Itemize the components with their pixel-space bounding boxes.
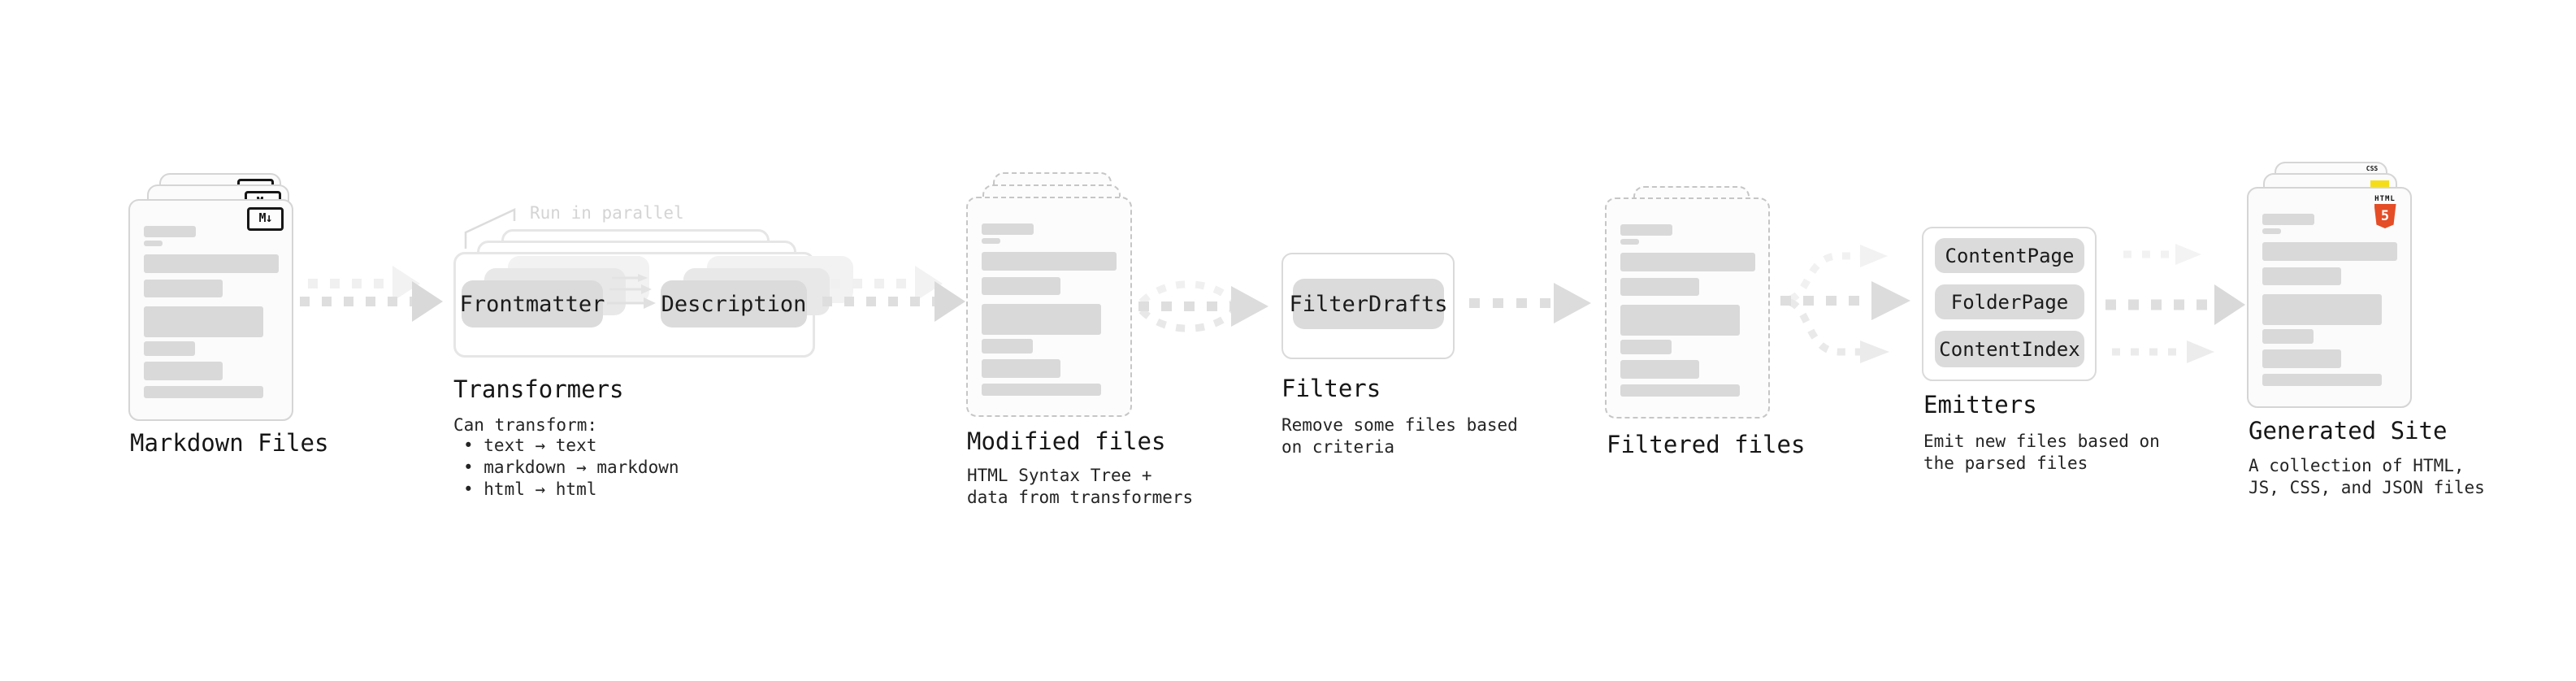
filtered-file-card-front xyxy=(1605,197,1770,419)
skeleton-bar xyxy=(144,280,223,297)
markdown-file-card-front: M↓ xyxy=(128,199,293,421)
generated-site-label: Generated Site xyxy=(2249,417,2448,445)
modified-files-desc: HTML Syntax Tree + xyxy=(967,466,1152,485)
emitters-desc: the parsed files xyxy=(1923,453,2088,473)
flow-arrow-filters-to-filtered xyxy=(1469,283,1591,323)
flow-arrow-emitters-to-site xyxy=(2105,244,2245,363)
skeleton-bar xyxy=(2262,374,2382,386)
skeleton-bar xyxy=(144,241,163,246)
skeleton-bar xyxy=(2262,267,2341,285)
skeleton-bar xyxy=(1620,253,1755,271)
skeleton-bar xyxy=(2262,294,2382,325)
skeleton-bar xyxy=(2262,329,2314,344)
flow-arrow-markdown-to-transformers xyxy=(300,266,443,322)
filters-heading: Filters xyxy=(1281,375,1381,402)
skeleton-bar xyxy=(144,386,263,398)
skeleton-bar xyxy=(1620,278,1699,296)
skeleton-bar xyxy=(1620,340,1672,354)
transformers-bullet: • text → text xyxy=(463,436,597,455)
site-file-card-front: HTML 5 xyxy=(2247,187,2412,408)
skeleton-bar xyxy=(982,359,1060,378)
file-skeleton xyxy=(2262,214,2399,398)
skeleton-bar xyxy=(2262,349,2341,368)
skeleton-bar xyxy=(1620,360,1699,379)
filters-desc: Remove some files based xyxy=(1281,415,1518,435)
filters-desc: on criteria xyxy=(1281,437,1395,457)
filtered-files-label: Filtered files xyxy=(1607,431,1806,458)
folderpage-pill: FolderPage xyxy=(1935,284,2084,319)
flow-arrow-transformers-to-modified xyxy=(822,266,965,322)
transformers-bullet: • html → html xyxy=(463,479,597,499)
callout-bracket xyxy=(464,208,516,249)
skeleton-bar xyxy=(144,362,223,380)
markdown-files-label: Markdown Files xyxy=(130,429,329,457)
file-skeleton xyxy=(1620,224,1757,409)
flow-arrow-modified-to-filters xyxy=(1138,280,1268,332)
filterdrafts-pill: FilterDrafts xyxy=(1289,279,1448,329)
skeleton-bar xyxy=(1620,305,1740,336)
js-icon xyxy=(2370,180,2389,188)
skeleton-bar xyxy=(982,339,1033,354)
skeleton-bar xyxy=(144,341,195,356)
modified-files-desc: data from transformers xyxy=(967,488,1194,507)
file-skeleton xyxy=(144,226,280,411)
modified-files-label: Modified files xyxy=(967,427,1166,455)
frontmatter-pill: Frontmatter xyxy=(460,280,605,327)
emitters-heading: Emitters xyxy=(1923,391,2037,419)
transform-mini-arrows xyxy=(607,274,656,309)
markdown-icon: M↓ xyxy=(247,207,284,231)
skeleton-bar xyxy=(144,306,263,337)
generated-site-desc: A collection of HTML, xyxy=(2249,456,2465,475)
skeleton-bar xyxy=(2262,214,2314,225)
skeleton-bar xyxy=(2262,228,2281,234)
skeleton-bar xyxy=(2262,242,2397,261)
generated-site-desc: JS, CSS, and JSON files xyxy=(2249,478,2485,497)
file-skeleton xyxy=(982,223,1119,407)
skeleton-bar xyxy=(1620,384,1740,397)
transformers-bullet: • markdown → markdown xyxy=(463,458,679,477)
html5-icon: HTML 5 xyxy=(2368,196,2402,228)
emitters-desc: Emit new files based on xyxy=(1923,432,2160,451)
skeleton-bar xyxy=(982,223,1034,235)
run-in-parallel-label: Run in parallel xyxy=(530,203,684,223)
skeleton-bar xyxy=(144,254,279,273)
skeleton-bar xyxy=(982,384,1101,396)
transformers-desc-intro: Can transform: xyxy=(453,415,598,435)
description-pill: Description xyxy=(661,280,807,327)
modified-file-card-front xyxy=(966,197,1132,417)
skeleton-bar xyxy=(144,226,196,237)
skeleton-bar xyxy=(982,304,1101,335)
skeleton-bar xyxy=(982,238,1000,244)
transformers-heading: Transformers xyxy=(453,375,624,403)
contentindex-pill: ContentIndex xyxy=(1935,331,2084,367)
skeleton-bar xyxy=(1620,224,1672,236)
contentpage-pill: ContentPage xyxy=(1935,238,2084,273)
skeleton-bar xyxy=(1620,239,1639,245)
skeleton-bar xyxy=(982,252,1117,271)
skeleton-bar xyxy=(982,277,1060,295)
flow-arrow-filtered-to-emitters xyxy=(1780,245,1910,363)
